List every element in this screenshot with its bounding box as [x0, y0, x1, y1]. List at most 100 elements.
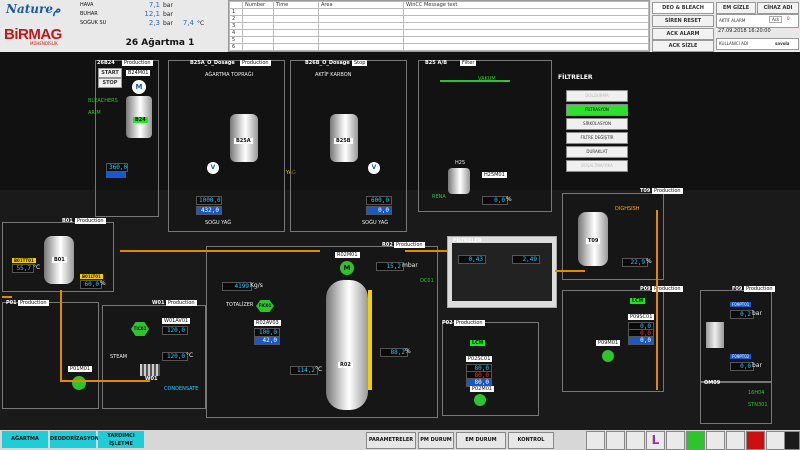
nature-logo: Natureم — [6, 2, 61, 16]
tools-icon[interactable] — [686, 431, 705, 450]
em-gizle-button[interactable]: EM GİZLE — [716, 2, 756, 14]
util-water-value: 2,3 — [148, 19, 160, 27]
language-icon[interactable]: L — [646, 431, 665, 450]
table-row[interactable]: 4 — [229, 29, 649, 37]
util-water-temp-unit: °C — [197, 20, 205, 27]
table-row[interactable]: 3 — [229, 22, 649, 30]
r02-valve-tag: R02AV03 — [254, 320, 281, 326]
b24-motor-icon[interactable]: M — [132, 80, 146, 94]
b01-temp: 55,7 — [12, 264, 34, 273]
msg-col-text[interactable]: WinCC Message text — [403, 1, 649, 9]
msg-col-0 — [229, 1, 243, 9]
siren-reset-button[interactable]: SİREN RESET — [652, 15, 714, 27]
b25a-sub2: SOĞU YAĞ — [205, 220, 232, 226]
r02-pressure: 15,2 — [376, 262, 404, 271]
r02-pressure-unit: mbar — [402, 262, 418, 269]
w01-title: W01 — [152, 300, 165, 306]
filter-drain-button[interactable]: BOŞALTMA/YIKA — [566, 160, 628, 172]
b25a-status: Production — [240, 60, 271, 66]
table-row[interactable]: 2 — [229, 15, 649, 23]
table-row[interactable]: 1 — [229, 8, 649, 16]
f09-unit2: bar — [752, 362, 762, 369]
p02-pump-tag: P02M01 — [470, 386, 495, 392]
filter-change-button[interactable]: FİLTRE DEĞİŞTİR — [566, 132, 628, 144]
ack-sizle-button[interactable]: ACK SİZLE — [652, 40, 714, 52]
msg-col-time[interactable]: Time — [273, 1, 319, 9]
flag-icon[interactable] — [746, 431, 765, 450]
b01-tag: B01 — [52, 257, 67, 263]
flag-icon[interactable] — [706, 431, 725, 450]
print-icon[interactable] — [626, 431, 645, 450]
cihaz-adi-button[interactable]: CİHAZ ADI — [757, 2, 799, 14]
power-icon[interactable] — [784, 431, 800, 450]
header-bar: Natureم BiRMAG MÜHENDİSLİK HAVA 7,1 bar … — [0, 0, 800, 52]
util-air-unit: bar — [163, 2, 173, 9]
p09-pump-icon[interactable] — [602, 350, 614, 362]
w01-exchanger[interactable] — [140, 364, 160, 376]
f09-filter[interactable] — [706, 322, 724, 348]
util-water-unit: bar — [163, 20, 173, 27]
settings-icon[interactable] — [766, 431, 785, 450]
r02-fic-icon[interactable]: FIC01 — [256, 300, 274, 312]
t09-tag: T09 — [586, 238, 601, 244]
util-steam-unit: bar — [163, 11, 173, 18]
msg-col-area[interactable]: Area — [318, 1, 404, 9]
p09-status: Production — [652, 286, 683, 292]
r02-level-unit: % — [405, 348, 411, 355]
filtreler-title: FİLTRELER — [558, 74, 593, 81]
chart-icon[interactable] — [666, 431, 685, 450]
birmag-logo: BiRMAG — [4, 26, 62, 43]
filter-pause-button[interactable]: DURAKLAT — [566, 146, 628, 158]
r02-vessel[interactable] — [326, 280, 368, 410]
nav-deodorization-button[interactable]: DEODORİZASYON — [50, 431, 99, 448]
filtreler-screen[interactable]: 0,43 2,49 — [447, 236, 557, 308]
h25-vessel[interactable] — [448, 168, 470, 194]
lang-flag-icon[interactable] — [726, 431, 745, 450]
msg-col-number[interactable]: Number — [242, 1, 274, 9]
pipe-main — [120, 250, 320, 252]
filtreler-val1: 0,43 — [458, 255, 486, 264]
b25b-value: 600,0 — [366, 196, 392, 205]
panel-b25a — [168, 60, 285, 232]
filter-fill-button[interactable]: DOLDURMA — [566, 90, 628, 102]
w01-valve-tag: W01AV01 — [162, 318, 191, 324]
p01-status: Production — [18, 300, 49, 306]
r02-status: Production — [394, 242, 425, 248]
p09-lch: LCH — [630, 298, 646, 304]
chart-icon[interactable] — [586, 431, 605, 450]
area-title: DEO & BLEACH — [652, 2, 714, 14]
w01-tic-icon[interactable]: TIC01 — [131, 322, 149, 336]
b24-bleach-label: BLEACHERS — [88, 98, 118, 104]
pm-status-button[interactable]: PM DURUM — [418, 432, 454, 449]
p02-pump-icon[interactable] — [474, 394, 486, 406]
w01-val2: 120,0 — [162, 352, 188, 361]
b24-value: 360,0 — [106, 163, 128, 172]
ack-alarm-button[interactable]: ACK ALARM — [652, 28, 714, 40]
b25b-vibrator-icon[interactable]: V — [368, 162, 380, 174]
filtreler-center-title: FİLTRELER — [453, 238, 482, 244]
nav-bleaching-button[interactable]: AĞARTMA — [2, 431, 48, 448]
filter-circulation-button[interactable]: SİRKÜLASYON — [566, 118, 628, 130]
b25a-vibrator-icon[interactable]: V — [207, 162, 219, 174]
user-icon[interactable] — [606, 431, 625, 450]
parameters-button[interactable]: PARAMETRELER — [366, 432, 416, 449]
b25b-status: Stop — [352, 60, 368, 66]
panel-om09 — [700, 382, 772, 424]
b24-stop-button[interactable]: STOP — [98, 78, 122, 88]
nav-utilities-button[interactable]: YARDIMCI İŞLETME — [98, 431, 144, 448]
em-status-button[interactable]: EM DURUM — [456, 432, 506, 449]
message-table[interactable]: Number Time Area WinCC Message text 1 2 … — [228, 0, 650, 52]
control-button[interactable]: KONTROL — [508, 432, 554, 449]
r02-motor-icon[interactable]: M — [340, 261, 354, 275]
w01-tag: W01 — [145, 376, 158, 382]
filtreler-screen-inner — [452, 243, 552, 301]
t09-unit: % — [646, 258, 652, 265]
table-row[interactable]: 6 — [229, 43, 649, 51]
filter-filtration-button[interactable]: FİLTRASYON — [566, 104, 628, 116]
p01-pump-icon[interactable] — [72, 376, 86, 390]
p09-pump-tag: P09M01 — [596, 340, 621, 346]
p02-status: Production — [454, 320, 485, 326]
b24-start-button[interactable]: START — [98, 68, 122, 78]
h25-value: 0,0 — [482, 196, 508, 205]
table-row[interactable]: 5 — [229, 36, 649, 44]
